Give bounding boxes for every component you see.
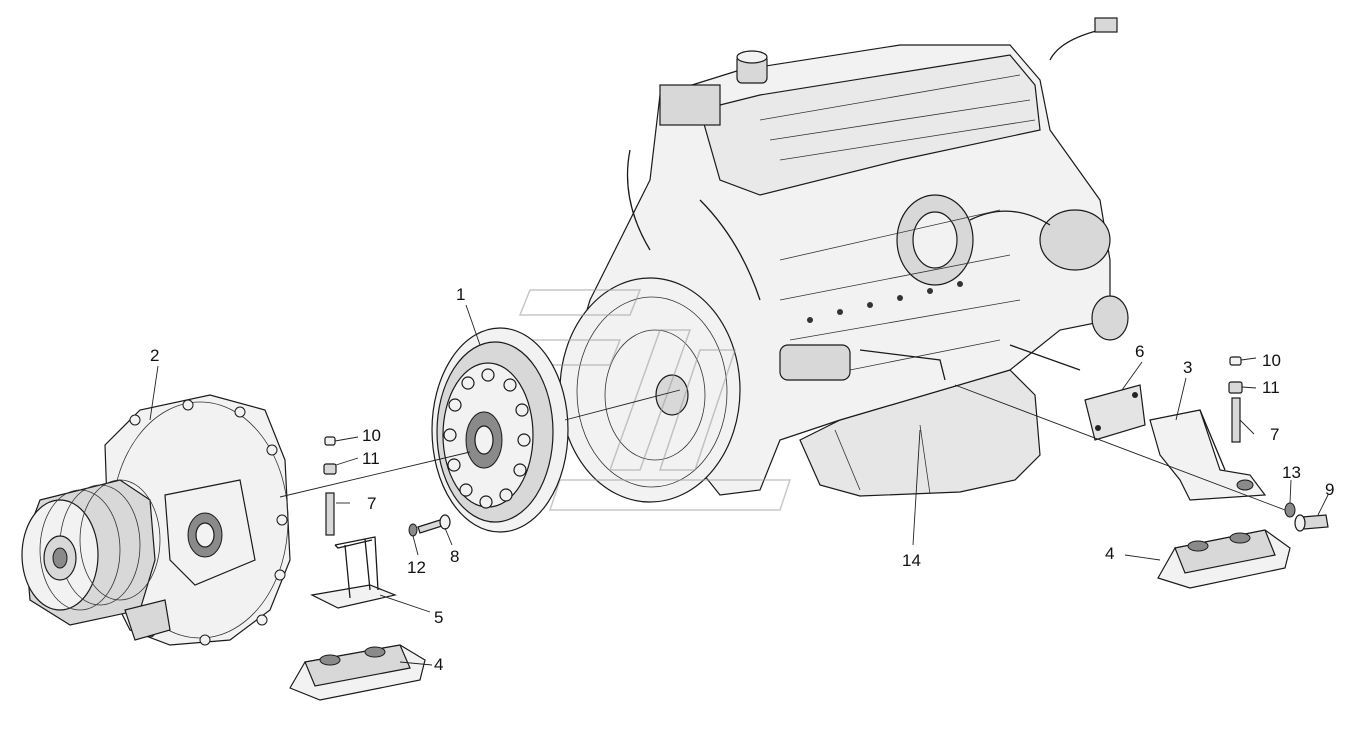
callout-12: 12: [407, 558, 426, 577]
callout-11-right: 11: [1262, 378, 1280, 397]
front-bracket-part-5: [310, 536, 398, 609]
callout-3: 3: [1183, 358, 1192, 377]
callout-2: 2: [150, 346, 159, 365]
callout-6: 6: [1135, 342, 1144, 361]
spacer-plate-part-6: [1084, 384, 1146, 441]
callout-4-left: 4: [434, 655, 443, 674]
bolt-washer-set-front: [408, 514, 451, 537]
stud-nut-set-right: [1228, 356, 1243, 443]
callout-8: 8: [450, 547, 459, 566]
callout-4-right: 4: [1105, 544, 1114, 563]
callout-7-right: 7: [1270, 425, 1279, 444]
flywheel-housing: [559, 277, 741, 503]
callout-1: 1: [456, 285, 465, 304]
bolt-washer-set-rear: [1284, 502, 1329, 532]
callout-11-left: 11: [362, 449, 380, 468]
callout-5: 5: [434, 608, 443, 627]
callout-13: 13: [1282, 463, 1301, 482]
callout-labels: 1 2 3 4 4 5 6 7 7 8 9 10 10 11 11 12 13 …: [150, 285, 1334, 674]
rear-bracket-part-3: [1149, 409, 1267, 501]
callout-9: 9: [1325, 480, 1334, 499]
clutch-housing-part-2: [21, 394, 291, 646]
rubber-mount-part-4-left: [289, 644, 426, 701]
flywheel-part-1: [431, 327, 569, 533]
stud-nut-set-left: [323, 436, 337, 536]
callout-14: 14: [902, 551, 921, 570]
leader-lines: [149, 304, 1329, 666]
callout-10-right: 10: [1262, 351, 1281, 370]
callout-7-left: 7: [367, 494, 376, 513]
rubber-mount-part-4-right: [1157, 529, 1291, 589]
callout-10-left: 10: [362, 426, 381, 445]
